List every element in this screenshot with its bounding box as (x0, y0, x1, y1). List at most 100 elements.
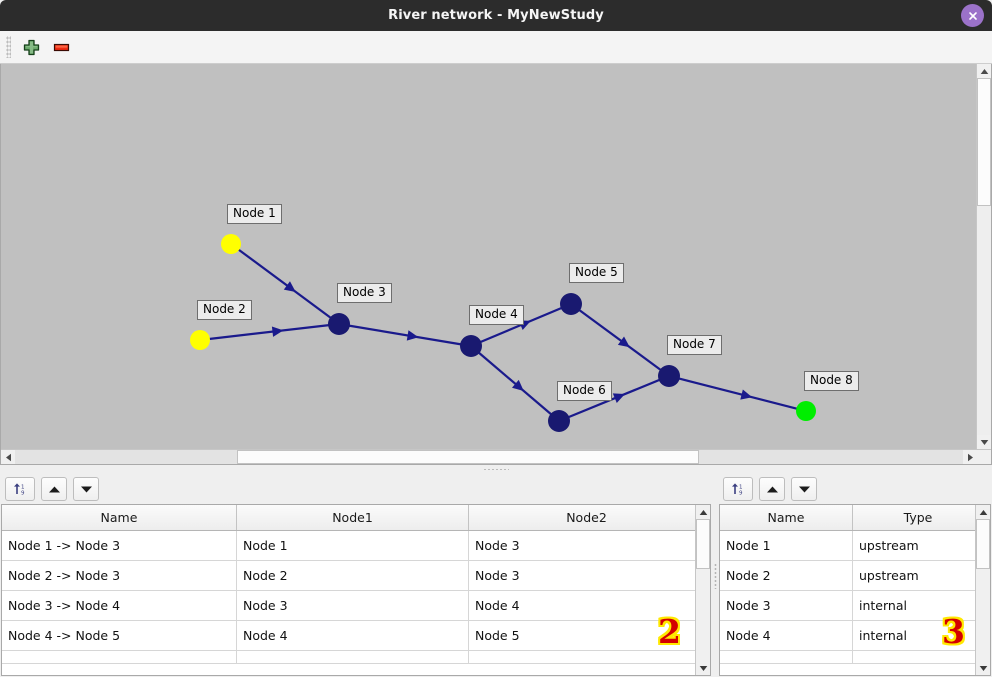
column-header[interactable]: Name (720, 505, 853, 531)
reaches-scroll-down-button[interactable] (696, 661, 710, 675)
graph-edge[interactable] (678, 377, 798, 410)
graph-node-node-4[interactable] (460, 335, 482, 357)
canvas-hscroll-thumb[interactable] (237, 450, 699, 464)
table-cell[interactable]: internal (852, 620, 984, 651)
horizontal-splitter[interactable] (0, 465, 992, 474)
graph-node-label[interactable]: Node 3 (337, 283, 392, 303)
scroll-up-button[interactable] (977, 64, 991, 78)
reaches-scroll-up-button[interactable] (696, 505, 710, 519)
table-row[interactable] (720, 650, 984, 664)
table-cell[interactable]: upstream (852, 530, 984, 561)
graph-node-label[interactable]: Node 2 (197, 300, 252, 320)
nodes-move-up-button[interactable] (759, 477, 785, 501)
table-cell[interactable]: internal (852, 590, 984, 621)
scroll-down-button[interactable] (977, 435, 991, 449)
column-header[interactable]: Node2 (468, 505, 705, 531)
graph-edge[interactable] (477, 351, 553, 416)
reaches-vertical-scrollbar[interactable] (695, 505, 710, 675)
graph-node-node-6[interactable] (548, 410, 570, 432)
reaches-move-down-button[interactable] (73, 477, 99, 501)
table-cell[interactable]: Node 2 (720, 560, 853, 591)
table-cell[interactable] (2, 650, 237, 664)
graph-node-node-8[interactable] (796, 401, 816, 421)
canvas-vscroll-thumb[interactable] (977, 78, 991, 206)
nodes-scroll-down-button[interactable] (976, 661, 990, 675)
network-graph[interactable]: Node 1 Node 2 Node 3 Node 4 Node 5 Node 6 Node… (1, 64, 977, 448)
nodes-vscroll-thumb[interactable] (976, 519, 990, 569)
graph-node-node-1[interactable] (221, 234, 241, 254)
network-canvas[interactable]: Node 1 Node 2 Node 3 Node 4 Node 5 Node 6 Node… (0, 64, 992, 465)
graph-node-label[interactable]: Node 8 (804, 371, 859, 391)
table-cell[interactable]: Node 4 (468, 590, 705, 621)
sort-icon: 1 9 (14, 483, 25, 497)
table-cell[interactable] (236, 650, 469, 664)
table-cell[interactable]: Node 4 (720, 620, 853, 651)
close-icon[interactable] (961, 4, 984, 27)
column-header[interactable]: Type (852, 505, 984, 531)
graph-node-label[interactable]: Node 4 (469, 305, 524, 325)
remove-node-button[interactable] (46, 33, 76, 61)
table-cell[interactable]: Node 3 (468, 530, 705, 561)
table-cell[interactable]: upstream (852, 560, 984, 591)
graph-edge[interactable] (567, 378, 661, 419)
table-cell[interactable]: Node 3 -> Node 4 (2, 590, 237, 621)
graph-edge[interactable] (237, 248, 332, 319)
nodes-sort-button[interactable]: 1 9 (723, 477, 753, 501)
toolbar-grip[interactable] (6, 36, 11, 58)
graph-edge[interactable] (578, 309, 662, 371)
reaches-sort-button[interactable]: 1 9 (5, 477, 35, 501)
graph-node-label[interactable]: Node 5 (569, 263, 624, 283)
table-cell[interactable]: Node 4 -> Node 5 (2, 620, 237, 651)
graph-edge[interactable] (348, 324, 462, 346)
column-header[interactable]: Node1 (236, 505, 469, 531)
edge-arrow-icon (740, 389, 753, 400)
nodes-scroll-up-button[interactable] (976, 505, 990, 519)
table-cell[interactable]: Node 5 (468, 620, 705, 651)
vertical-splitter[interactable] (712, 474, 718, 677)
table-row[interactable] (2, 650, 705, 664)
canvas-vertical-scrollbar[interactable] (976, 64, 991, 464)
column-header[interactable]: Name (2, 505, 237, 531)
scroll-right-button[interactable] (963, 450, 977, 464)
table-cell[interactable] (468, 650, 705, 664)
graph-node-label[interactable]: Node 1 (227, 204, 282, 224)
graph-node-node-5[interactable] (560, 293, 582, 315)
table-cell[interactable]: Node 1 (236, 530, 469, 561)
graph-edge[interactable] (208, 324, 330, 341)
reaches-move-up-button[interactable] (41, 477, 67, 501)
graph-node-node-2[interactable] (190, 330, 210, 350)
graph-node-node-3[interactable] (328, 313, 350, 335)
reaches-vscroll-thumb[interactable] (696, 519, 710, 569)
table-cell[interactable] (852, 650, 984, 664)
graph-node-label[interactable]: Node 6 (557, 381, 612, 401)
table-cell[interactable]: Node 3 (468, 560, 705, 591)
table-cell[interactable]: Node 1 -> Node 3 (2, 530, 237, 561)
add-node-button[interactable] (16, 33, 46, 61)
table-cell[interactable]: Node 3 (236, 590, 469, 621)
table-cell[interactable]: Node 1 (720, 530, 853, 561)
table-cell[interactable]: Node 2 -> Node 3 (2, 560, 237, 591)
table-cell[interactable]: Node 4 (236, 620, 469, 651)
nodes-vertical-scrollbar[interactable] (975, 505, 990, 675)
graph-node-label[interactable]: Node 7 (667, 335, 722, 355)
scroll-left-button[interactable] (1, 450, 15, 464)
graph-node-node-7[interactable] (658, 365, 680, 387)
table-cell[interactable]: Node 3 (720, 590, 853, 621)
nodes-move-down-button[interactable] (791, 477, 817, 501)
table-cell[interactable] (720, 650, 853, 664)
canvas-horizontal-scrollbar[interactable] (1, 449, 991, 464)
arrow-down-icon (798, 486, 810, 492)
table-cell[interactable]: Node 2 (236, 560, 469, 591)
